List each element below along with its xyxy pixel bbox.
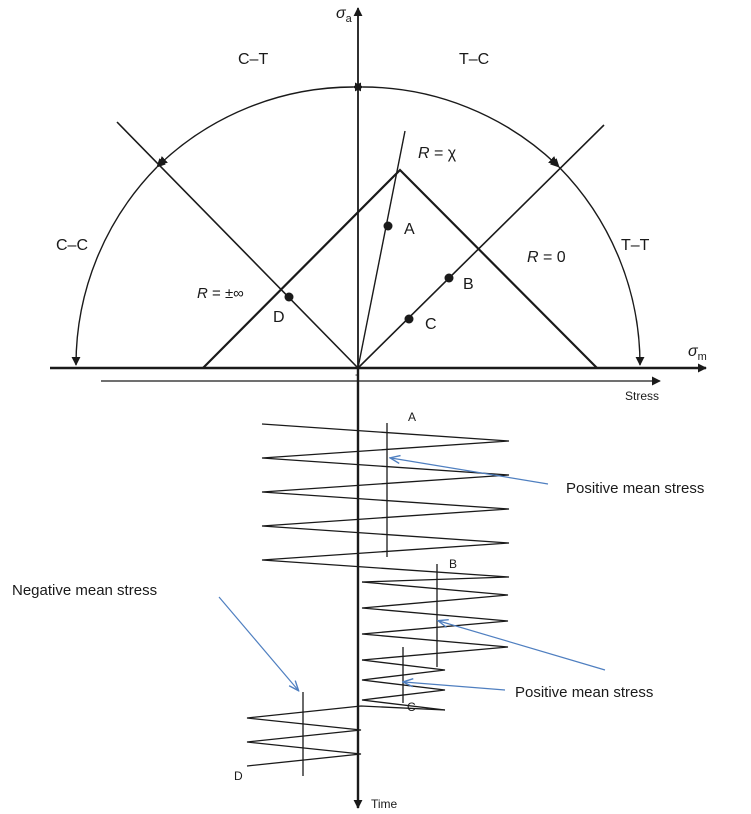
sigma-a-symbol: σ bbox=[336, 5, 347, 22]
arc-c-c bbox=[71, 158, 166, 366]
load-history-b bbox=[361, 581, 509, 661]
point-b bbox=[444, 273, 454, 283]
annotation-negative-mean-stress: Negative mean stress bbox=[12, 582, 157, 599]
failure-envelope-triangle bbox=[202, 168, 598, 369]
r-inf-label: R = ±∞ bbox=[197, 285, 244, 302]
r-inf-symbol: R bbox=[197, 285, 208, 302]
history-label-b: B bbox=[449, 557, 457, 571]
r-zero-value: = 0 bbox=[539, 249, 566, 266]
sigma-m-label: σm bbox=[688, 343, 707, 363]
arc-t-t bbox=[550, 158, 645, 366]
load-history-a bbox=[261, 423, 510, 583]
point-c bbox=[404, 314, 414, 324]
sigma-a-subscript: a bbox=[346, 13, 353, 25]
r-zero-symbol: R bbox=[527, 249, 539, 266]
arc-c-t bbox=[158, 82, 362, 166]
annotation-arrow-positive-upper bbox=[391, 458, 549, 485]
r-chi-label: R = χ bbox=[418, 145, 457, 162]
r-chi-symbol: R bbox=[418, 145, 430, 162]
history-label-d: D bbox=[234, 769, 243, 783]
point-label-d: D bbox=[273, 309, 285, 326]
history-label-c: C bbox=[407, 700, 416, 714]
sigma-a-label: σa bbox=[336, 5, 353, 25]
point-label-a: A bbox=[404, 221, 415, 238]
sigma-m-symbol: σ bbox=[688, 343, 699, 360]
point-a bbox=[383, 221, 393, 231]
stress-axis-label: Stress bbox=[625, 389, 659, 403]
annotation-positive-mean-stress-upper: Positive mean stress bbox=[566, 480, 704, 497]
annotation-positive-mean-stress-lower: Positive mean stress bbox=[515, 684, 653, 701]
r-zero-label: R = 0 bbox=[527, 249, 566, 266]
point-label-b: B bbox=[463, 276, 474, 293]
sigma-m-subscript: m bbox=[698, 351, 707, 363]
arc-t-c bbox=[354, 82, 558, 166]
annotation-arrow-negative bbox=[218, 596, 298, 690]
annotation-arrow-positive-lower bbox=[404, 682, 506, 691]
point-label-c: C bbox=[425, 316, 437, 333]
region-label-t-t: T–T bbox=[621, 237, 650, 254]
annotation-arrow-positive-mid bbox=[439, 621, 606, 671]
r-inf-line bbox=[116, 121, 359, 369]
region-label-c-c: C–C bbox=[56, 237, 88, 254]
region-label-t-c: T–C bbox=[459, 51, 489, 68]
region-label-c-t: C–T bbox=[238, 51, 268, 68]
history-label-a: A bbox=[408, 410, 416, 424]
r-chi-value: = χ bbox=[430, 145, 457, 162]
r-zero-line bbox=[357, 124, 605, 369]
r-chi-line bbox=[357, 130, 406, 369]
point-d bbox=[284, 292, 294, 302]
r-inf-value: = ±∞ bbox=[208, 285, 244, 302]
load-history-d bbox=[246, 705, 446, 767]
time-axis-label: Time bbox=[371, 797, 398, 811]
